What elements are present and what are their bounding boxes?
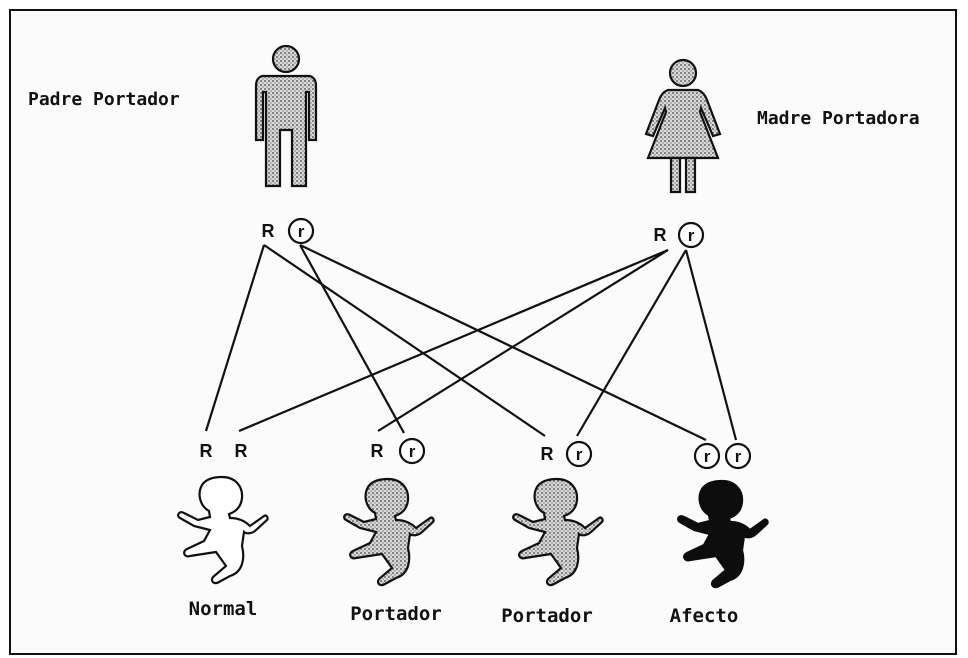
baby-dotted-icon bbox=[512, 477, 604, 587]
female-figure-icon bbox=[644, 58, 722, 194]
child-2-allele-0: R bbox=[541, 444, 554, 464]
child-label-affected: Afecto bbox=[669, 605, 739, 627]
father-allele-0: R bbox=[262, 221, 275, 241]
male-figure-icon bbox=[254, 44, 318, 188]
child-2-allele-1: r bbox=[576, 445, 583, 464]
child-1-allele-1-circle bbox=[398, 437, 426, 465]
child-3-allele-1: r bbox=[735, 447, 742, 466]
inheritance-line-4 bbox=[263, 244, 546, 437]
mother-allele-1: r bbox=[688, 226, 695, 245]
child-1-allele-1: r bbox=[409, 442, 416, 461]
mother-allele-1-circle bbox=[677, 221, 705, 249]
child-figure-carrier-1 bbox=[343, 477, 435, 587]
mother-allele-0: R bbox=[654, 225, 667, 245]
father-label: Padre Portador bbox=[28, 89, 180, 110]
father-allele-1-circle bbox=[287, 217, 315, 245]
mother-label: Madre Portadora bbox=[757, 108, 920, 129]
child-0-allele-1: R bbox=[235, 441, 248, 461]
baby-dotted-icon bbox=[343, 477, 435, 587]
baby-outline-icon bbox=[177, 475, 269, 585]
inheritance-lines bbox=[204, 244, 738, 441]
inheritance-line-6 bbox=[299, 244, 707, 441]
child-figure-affected bbox=[677, 479, 769, 589]
baby-solid-icon bbox=[677, 479, 769, 589]
child-0-allele-0: R bbox=[200, 441, 213, 461]
inheritance-line-5 bbox=[576, 249, 687, 437]
child-label-carrier-2: Portador bbox=[501, 605, 593, 627]
father-allele-1: r bbox=[298, 222, 305, 241]
inheritance-line-1 bbox=[238, 248, 669, 433]
inheritance-line-0 bbox=[204, 244, 266, 432]
inheritance-line-3 bbox=[377, 249, 669, 432]
child-1-allele-0: R bbox=[371, 441, 384, 461]
child-3-allele-0: r bbox=[704, 447, 711, 466]
inheritance-line-2 bbox=[299, 244, 405, 434]
inheritance-line-7 bbox=[684, 249, 738, 441]
child-label-normal: Normal bbox=[188, 598, 258, 620]
child-figure-carrier-2 bbox=[512, 477, 604, 587]
child-label-carrier-1: Portador bbox=[350, 603, 442, 625]
child-2-allele-1-circle bbox=[565, 440, 593, 468]
child-3-allele-1-circle bbox=[724, 442, 752, 470]
child-figure-normal bbox=[177, 475, 269, 585]
child-3-allele-0-circle bbox=[693, 442, 721, 470]
